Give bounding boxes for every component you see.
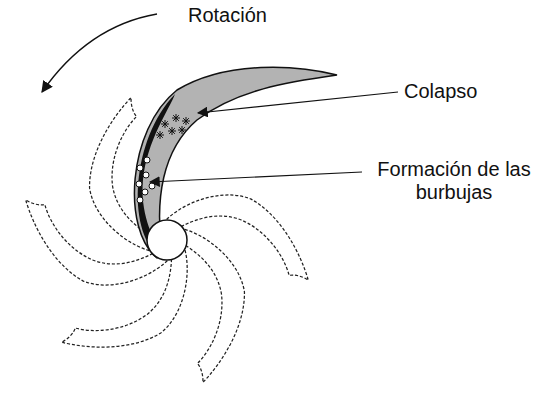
rotation-label: Rotación — [188, 4, 298, 27]
collapse-mark — [182, 117, 190, 125]
bubble-formation-label: Formación de las burbujas — [368, 158, 540, 204]
collapse-label: Colapso — [404, 80, 524, 103]
leader-line — [198, 92, 398, 113]
bubble — [137, 197, 143, 203]
collapse-mark — [168, 127, 176, 135]
bubble — [144, 157, 150, 163]
bubble — [136, 181, 142, 187]
dashed-blade — [147, 169, 312, 337]
bubbles — [136, 114, 190, 203]
bubble — [149, 183, 155, 189]
collapse-mark — [156, 131, 164, 139]
leader-line — [150, 172, 362, 182]
collapse-mark — [178, 126, 186, 134]
collapse-mark — [172, 114, 180, 122]
rotation-arrow — [42, 14, 157, 92]
bubble — [137, 165, 143, 171]
bubble — [142, 189, 148, 195]
impeller-blades — [22, 67, 337, 385]
hub — [147, 220, 187, 260]
bubble — [143, 172, 149, 178]
collapse-mark — [161, 120, 169, 128]
